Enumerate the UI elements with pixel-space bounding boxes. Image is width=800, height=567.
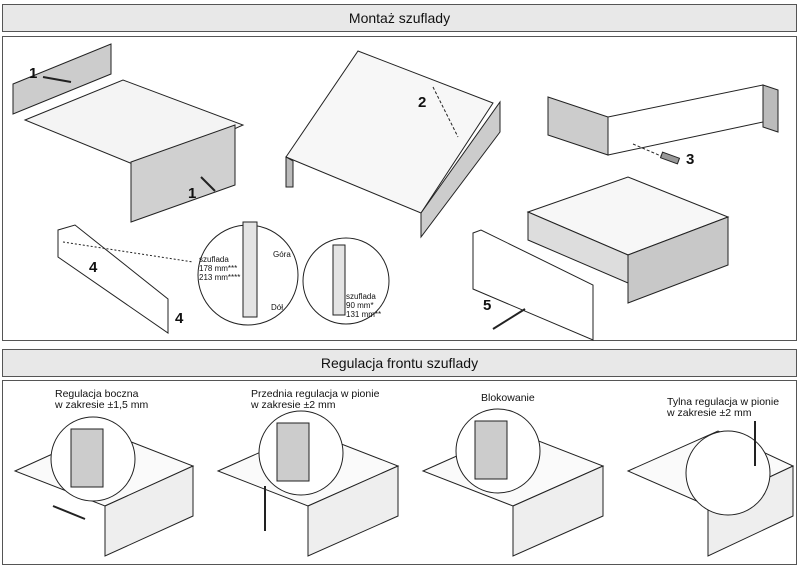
side-panel-step2: [420, 100, 501, 239]
step-3-label: 3: [686, 151, 695, 168]
adjust-drawer-3: [421, 408, 605, 557]
drawer-size-left-title: szuflada: [199, 255, 229, 264]
step-4b-label: 4: [175, 310, 184, 327]
detail-circle-lower: [302, 237, 390, 325]
screw-step3: [659, 151, 681, 165]
drawer-size-right-v2: 131 mm**: [346, 310, 382, 319]
adjustment-panel: Regulacja boczna w zakresie ±1,5 mm Prze…: [2, 380, 797, 565]
back-panel-step3: [547, 96, 609, 156]
back-panel: [12, 43, 112, 115]
front-panel-step5: [472, 229, 594, 341]
adjust-label-1: Regulacja boczna w zakresie ±1,5 mm: [55, 389, 148, 411]
adjustment-illustration: [13, 408, 795, 557]
drawer-size-right: szuflada 90 mm* 131 mm**: [346, 292, 381, 319]
step-1a-label: 1: [29, 65, 38, 82]
assembly-section-header: Montaż szuflady: [2, 4, 797, 32]
lateral-arrow: [52, 505, 86, 520]
assembly-illustration: [12, 43, 779, 341]
step-1b-label: 1: [188, 185, 197, 202]
label-gora: Góra: [273, 250, 291, 259]
adjust-drawer-1: [13, 416, 195, 557]
assembly-title: Montaż szuflady: [348, 10, 451, 26]
arrow-5: [492, 308, 526, 330]
step-4a-label: 4: [89, 259, 98, 276]
assembly-panel: 1 1 2 3 4 4 5 szuflada 178 mm*** 213 mm*…: [2, 36, 797, 341]
adjust-label-2: Przednia regulacja w pionie w zakresie ±…: [251, 389, 379, 411]
label-dol: Dół: [271, 303, 284, 312]
dowel-line: [432, 86, 459, 138]
arrow-1b: [200, 176, 216, 192]
adjust-label-4: Tylna regulacja w pionie w zakresie ±2 m…: [667, 397, 779, 419]
arrow-1a: [42, 76, 72, 83]
adjust-label-1-line2: w zakresie ±1,5 mm: [55, 399, 149, 411]
drawer-box-step2: [285, 50, 494, 214]
adjust-drawer-2: [216, 410, 400, 557]
adjustment-title: Regulacja frontu szuflady: [320, 355, 479, 371]
adjust-label-1-line1: Regulacja boczna: [55, 388, 139, 400]
side-panel-step4: [57, 224, 169, 334]
drawer-size-right-title: szuflada: [346, 292, 376, 301]
front-panel: [130, 124, 236, 223]
adjust-label-3: Blokowanie: [481, 393, 535, 404]
drawer-size-left-v1: 178 mm***: [199, 264, 238, 273]
drawer-size-left: szuflada 178 mm*** 213 mm****: [199, 255, 240, 282]
adjust-label-2-line2: w zakresie ±2 mm: [251, 399, 336, 411]
drawer-size-right-v1: 90 mm*: [346, 301, 374, 310]
step-2-label: 2: [418, 94, 427, 111]
step-5-label: 5: [483, 297, 492, 314]
adjust-label-3-line1: Blokowanie: [481, 392, 535, 404]
adjust-label-4-line2: w zakresie ±2 mm: [667, 407, 752, 419]
drawer-size-left-v2: 213 mm****: [199, 273, 241, 282]
adjust-drawer-4: [626, 430, 795, 557]
adjust-label-4-line1: Tylna regulacja w pionie: [667, 396, 780, 408]
adjustment-section-header: Regulacja frontu szuflady: [2, 349, 797, 377]
adjust-label-2-line1: Przednia regulacja w pionie: [251, 388, 380, 400]
